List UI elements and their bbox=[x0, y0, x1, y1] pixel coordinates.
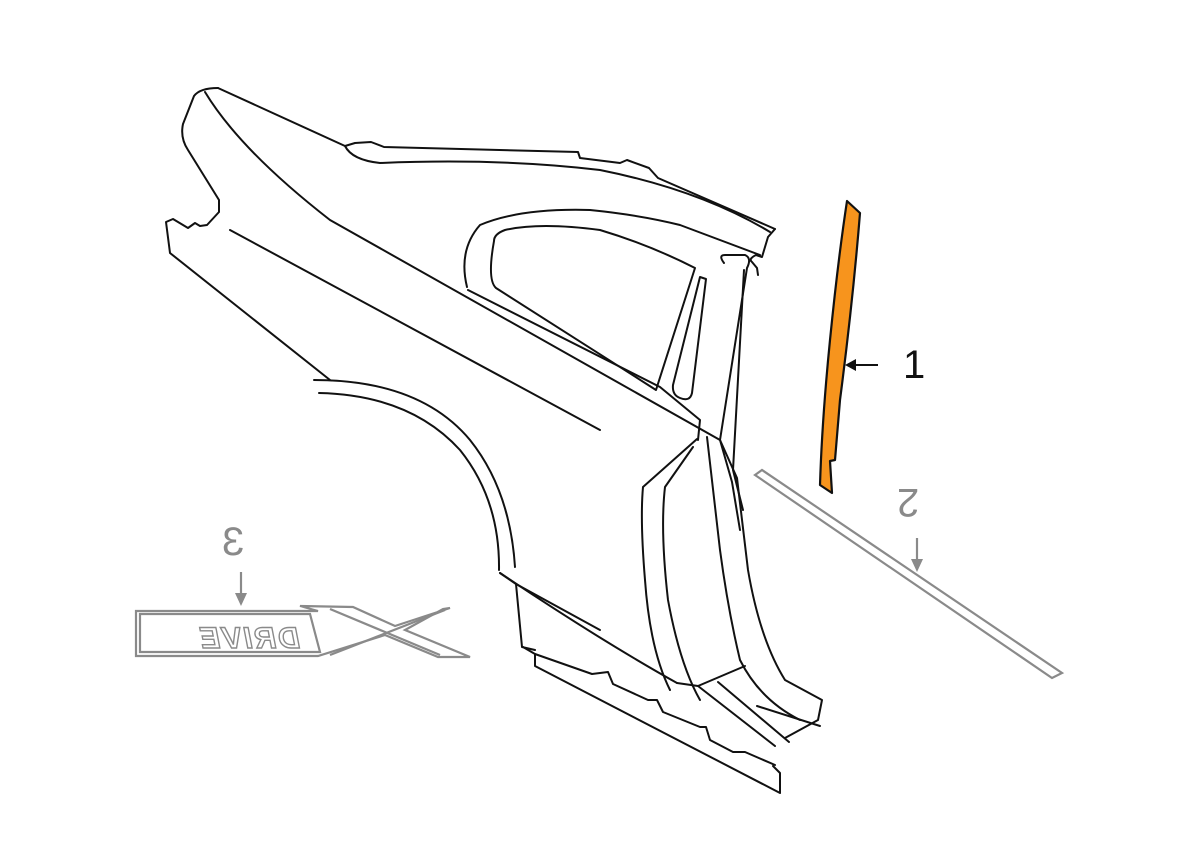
part-1-pillar-molding[interactable] bbox=[818, 199, 862, 495]
callout-2-leader bbox=[911, 538, 923, 572]
callout-number-2: 2 bbox=[897, 480, 920, 524]
callout-3-leader bbox=[235, 572, 247, 606]
callout-number-3: 3 bbox=[222, 520, 245, 564]
callout-number-1: 1 bbox=[903, 343, 926, 387]
callout-1-leader bbox=[845, 359, 878, 371]
quarter-panel bbox=[165, 87, 823, 794]
emblem-text: DRIVE bbox=[198, 622, 300, 655]
part-2-molding-strip[interactable] bbox=[753, 468, 1065, 680]
part-3-xdrive-emblem[interactable]: DRIVE bbox=[134, 604, 471, 659]
